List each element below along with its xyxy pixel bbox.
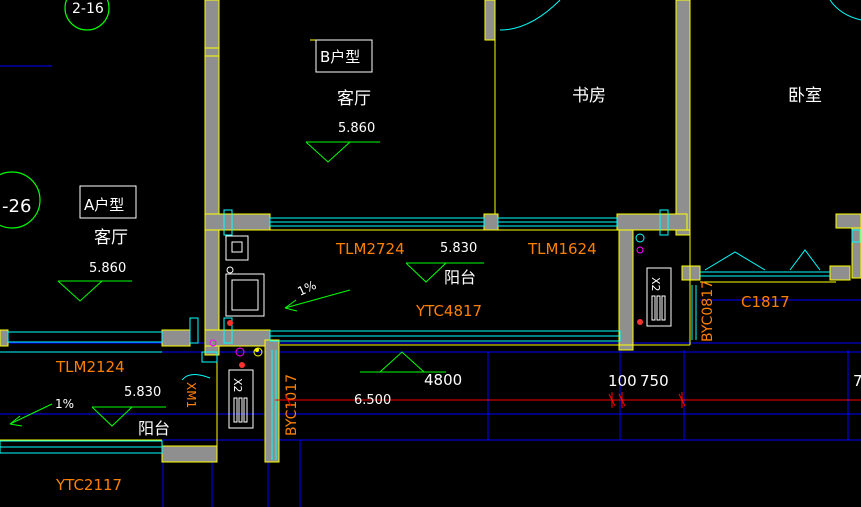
balcony-mid-level: 5.830	[440, 241, 477, 256]
tlm1624-label: TLM1624	[527, 240, 597, 258]
ytc4817-label: YTC4817	[415, 302, 482, 320]
grid-bubble-left-label: -26	[2, 196, 31, 217]
grid-bubble-left: -26	[0, 171, 41, 229]
dim-level-symbol	[360, 351, 446, 373]
b-type-tag: B户型	[315, 39, 373, 73]
dimension-lines	[275, 392, 861, 408]
cabinet-mid: X2	[635, 233, 672, 327]
b-type-label: B户型	[320, 48, 360, 66]
dim-right-cut: 7	[853, 372, 861, 390]
balcony-left-level: 5.830	[124, 385, 161, 400]
tlm2724-label: TLM2724	[335, 240, 405, 258]
dim-750: 750	[640, 372, 669, 390]
slope-left-label: 1%	[55, 397, 74, 411]
balcony-left-level-symbol	[91, 406, 166, 427]
windows	[0, 209, 861, 460]
a-level-label: 5.860	[89, 261, 126, 276]
a-type-label: A户型	[84, 196, 124, 214]
balcony-mid-level-symbol	[405, 262, 484, 283]
balcony-left-label: 阳台	[138, 419, 170, 438]
slope-left-arrow	[9, 403, 53, 427]
b-level-symbol	[305, 141, 380, 163]
xm1-label: XM1	[184, 382, 198, 408]
a-level-symbol	[57, 280, 132, 302]
ytc2117-label: YTC2117	[55, 476, 122, 494]
door-arcs	[181, 0, 861, 381]
byc1017-label: BYC1017	[284, 374, 300, 436]
grid-bubble-top: 2-16	[64, 0, 110, 31]
wall-outlines	[0, 0, 836, 450]
balcony-mid-label: 阳台	[444, 268, 476, 287]
tlm2124-label: TLM2124	[55, 358, 125, 376]
cabinet-left-label: X2	[231, 378, 244, 393]
cabinet-left: X2	[228, 347, 263, 429]
a-type-tag: A户型	[79, 185, 137, 219]
study-label: 书房	[572, 86, 606, 106]
a-living-label: 客厅	[94, 228, 128, 248]
b-level-label: 5.860	[338, 121, 375, 136]
pipe-markers	[209, 339, 259, 352]
byc0817-label: BYC0817	[700, 280, 716, 342]
b-living-label: 客厅	[337, 89, 371, 109]
dim-4800: 4800	[424, 371, 462, 389]
slope-mid-arrow	[284, 289, 351, 312]
dim-6500: 6.500	[354, 393, 391, 408]
bedroom-label: 卧室	[788, 86, 822, 106]
grid-bubble-top-label: 2-16	[72, 1, 104, 17]
washer-fixture	[225, 235, 265, 326]
cabinet-mid-label: X2	[649, 277, 662, 292]
dim-100: 100	[608, 372, 637, 390]
slope-mid-label: 1%	[295, 278, 318, 299]
c1817-label: C1817	[741, 293, 790, 311]
